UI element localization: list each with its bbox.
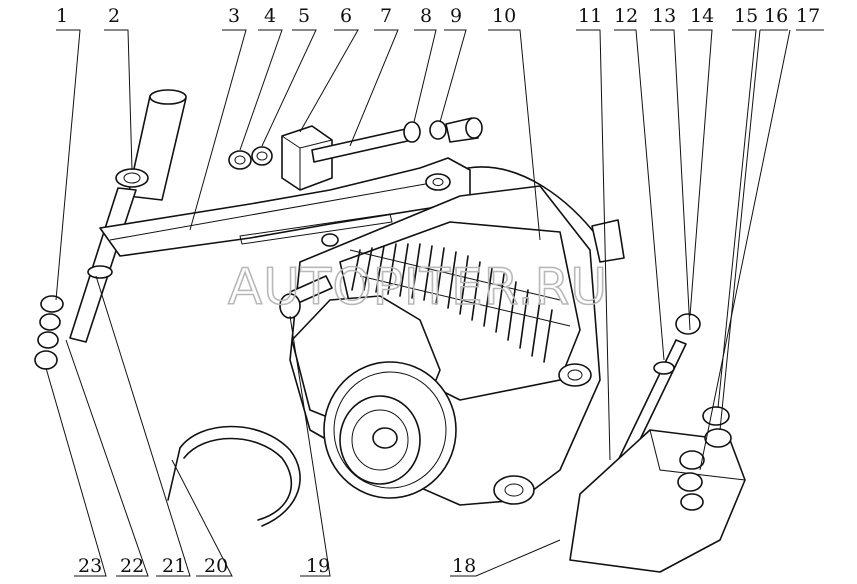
callout-18: 18 bbox=[452, 555, 476, 577]
stator-fins bbox=[351, 243, 553, 363]
callout-2: 2 bbox=[108, 5, 120, 27]
callout-23: 23 bbox=[78, 555, 102, 577]
callout-3: 3 bbox=[228, 5, 240, 27]
callout-12: 12 bbox=[614, 5, 638, 27]
callout-8: 8 bbox=[420, 5, 432, 27]
watermark: AUTOPITER.RU bbox=[228, 258, 608, 316]
callout-labels: 1 2 3 4 5 6 7 8 9 10 11 12 13 14 15 16 1… bbox=[56, 5, 820, 577]
callout-19: 19 bbox=[306, 555, 330, 577]
mounting-bracket bbox=[569, 406, 746, 573]
callout-14: 14 bbox=[690, 5, 714, 27]
belt-clip bbox=[167, 425, 301, 527]
tension-bracket bbox=[99, 157, 471, 257]
callout-15: 15 bbox=[734, 5, 758, 27]
callout-6: 6 bbox=[340, 5, 352, 27]
callout-5: 5 bbox=[298, 5, 310, 27]
leader-lines bbox=[45, 29, 824, 577]
callout-16: 16 bbox=[764, 5, 788, 27]
callout-10: 10 bbox=[492, 5, 516, 27]
callout-21: 21 bbox=[162, 555, 186, 577]
callout-22: 22 bbox=[120, 555, 144, 577]
callout-4: 4 bbox=[264, 5, 276, 27]
callout-17: 17 bbox=[796, 5, 820, 27]
callout-20: 20 bbox=[204, 555, 228, 577]
callout-11: 11 bbox=[578, 5, 602, 27]
alternator-body bbox=[289, 166, 625, 506]
callout-1: 1 bbox=[56, 5, 68, 27]
callout-9: 9 bbox=[450, 5, 462, 27]
pivot-bolt bbox=[279, 233, 339, 319]
adjust-bolt-assembly bbox=[228, 117, 483, 191]
callout-13: 13 bbox=[652, 5, 676, 27]
callout-7: 7 bbox=[380, 5, 392, 27]
